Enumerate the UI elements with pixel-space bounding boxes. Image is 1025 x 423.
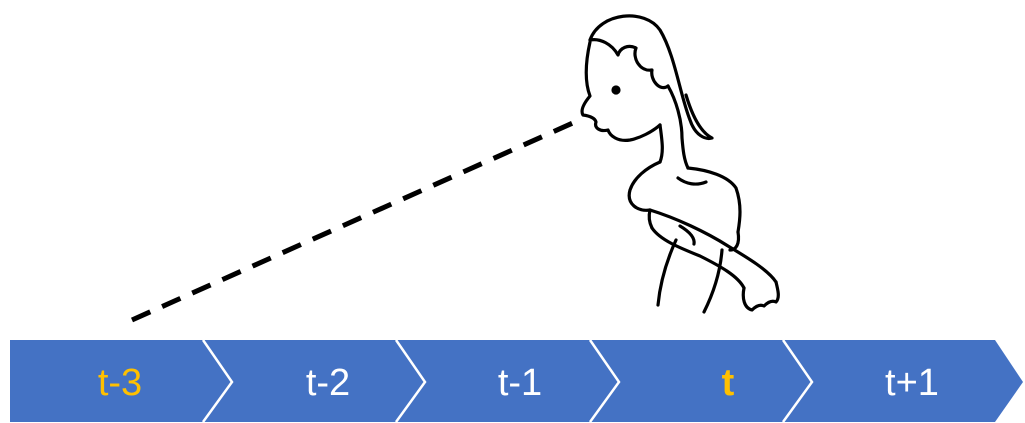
segment-label-t-1: t-1 — [498, 362, 542, 404]
segment-label-t: t — [722, 362, 735, 404]
timeline-bar: t-3 t-2 t-1 t t+1 — [10, 340, 1023, 422]
person-looking-back-icon — [582, 16, 778, 312]
gaze-line — [132, 122, 575, 320]
segment-label-t-2: t-2 — [306, 362, 350, 404]
segment-label-t-3: t-3 — [98, 362, 142, 404]
segment-label-t+1: t+1 — [885, 362, 939, 404]
